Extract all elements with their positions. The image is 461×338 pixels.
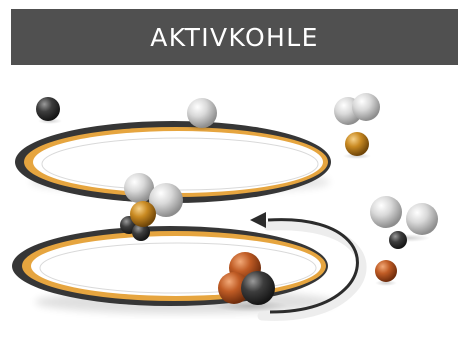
molecule-dark-sphere: [36, 97, 60, 121]
molecule-top-right: [334, 93, 380, 156]
molecule-silver-sphere: [187, 98, 217, 128]
ring-bottom: [12, 226, 328, 306]
molecule-center: [120, 173, 183, 241]
page-title: AKTIVKOHLE: [150, 22, 319, 52]
title-bar: AKTIVKOHLE: [11, 9, 458, 65]
activated-carbon-diagram: [12, 93, 438, 321]
ring-top: [15, 121, 331, 203]
molecule-copper-sphere: [375, 260, 397, 282]
molecule-right: [370, 196, 438, 249]
curved-arrow-icon: [250, 212, 367, 321]
molecule-bottom-cluster: [218, 252, 275, 305]
